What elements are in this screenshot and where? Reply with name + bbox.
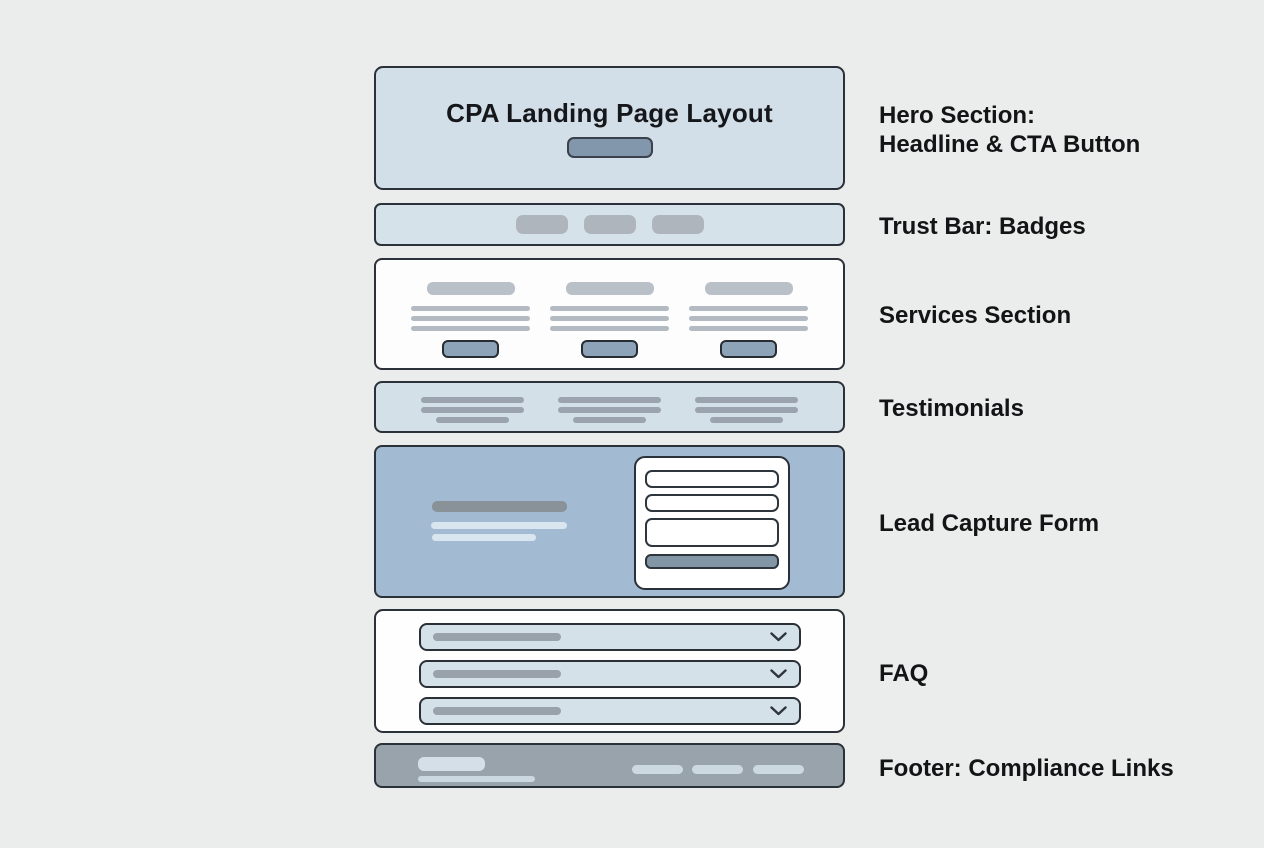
form-textarea-field[interactable] [645, 518, 779, 547]
service-card [411, 282, 531, 368]
service-title-placeholder [565, 282, 654, 295]
cta-button[interactable] [566, 137, 653, 158]
testimonial-item [558, 397, 661, 431]
annotation-faq: FAQ [879, 660, 929, 687]
text-line-placeholder [573, 417, 646, 423]
annotation-testimonials: Testimonials [879, 395, 1024, 422]
text-line-placeholder [558, 407, 661, 413]
question-placeholder [432, 670, 561, 678]
text-line-placeholder [689, 326, 808, 331]
page-title: CPA Landing Page Layout [446, 98, 773, 128]
headline-placeholder [432, 501, 567, 512]
annotation-hero-line1: Hero Section: [879, 102, 1036, 129]
faq-section [374, 609, 845, 733]
chevron-down-icon[interactable] [769, 706, 787, 716]
footer-link[interactable] [753, 765, 804, 774]
annotation-lead-capture: Lead Capture Form [879, 510, 1100, 537]
text-line-placeholder [550, 316, 669, 321]
logo-placeholder [418, 757, 485, 771]
faq-accordion-row[interactable] [418, 697, 801, 725]
form-input-field[interactable] [645, 470, 779, 488]
annotation-hero: Hero Section: Headline & CTA Button [879, 101, 1140, 159]
text-line-placeholder [436, 417, 509, 423]
text-line-placeholder [432, 534, 536, 541]
text-line-placeholder [421, 397, 524, 403]
text-line-placeholder [411, 306, 530, 311]
chevron-down-icon[interactable] [769, 669, 787, 679]
trust-badge [515, 215, 568, 234]
footer-link[interactable] [692, 765, 743, 774]
text-line-placeholder [695, 407, 798, 413]
text-line-placeholder [411, 326, 530, 331]
lead-capture-section [374, 445, 845, 598]
text-line-placeholder [695, 397, 798, 403]
service-button[interactable] [581, 340, 638, 358]
annotation-hero-line2: Headline & CTA Button [879, 131, 1141, 158]
annotation-services: Services Section [879, 302, 1072, 329]
service-title-placeholder [704, 282, 793, 295]
service-button[interactable] [442, 340, 499, 358]
trust-badge [583, 215, 636, 234]
services-section [374, 258, 845, 370]
trust-bar [374, 203, 845, 246]
question-placeholder [432, 707, 561, 715]
text-line-placeholder [431, 522, 567, 529]
landing-page-wireframe: CPA Landing Page Layout [374, 66, 845, 788]
footer-link[interactable] [632, 765, 683, 774]
annotation-footer: Footer: Compliance Links [879, 755, 1174, 782]
text-line-placeholder [550, 306, 669, 311]
form-submit-button[interactable] [645, 554, 779, 569]
faq-accordion-row[interactable] [418, 623, 801, 651]
text-line-placeholder [710, 417, 783, 423]
service-card [550, 282, 670, 368]
text-line-placeholder [418, 776, 535, 782]
text-line-placeholder [421, 407, 524, 413]
testimonial-item [421, 397, 524, 431]
form-input-field[interactable] [645, 494, 779, 512]
text-line-placeholder [411, 316, 530, 321]
annotation-trust-bar: Trust Bar: Badges [879, 213, 1086, 240]
text-line-placeholder [689, 306, 808, 311]
question-placeholder [432, 633, 561, 641]
footer-section [374, 743, 845, 788]
service-title-placeholder [426, 282, 515, 295]
lead-form-card [634, 456, 790, 590]
text-line-placeholder [689, 316, 808, 321]
testimonial-item [695, 397, 798, 431]
trust-badge [651, 215, 704, 234]
text-line-placeholder [558, 397, 661, 403]
hero-section: CPA Landing Page Layout [374, 66, 845, 190]
testimonials-section [374, 381, 845, 433]
chevron-down-icon[interactable] [769, 632, 787, 642]
service-card [689, 282, 809, 368]
text-line-placeholder [550, 326, 669, 331]
service-button[interactable] [720, 340, 777, 358]
faq-accordion-row[interactable] [418, 660, 801, 688]
